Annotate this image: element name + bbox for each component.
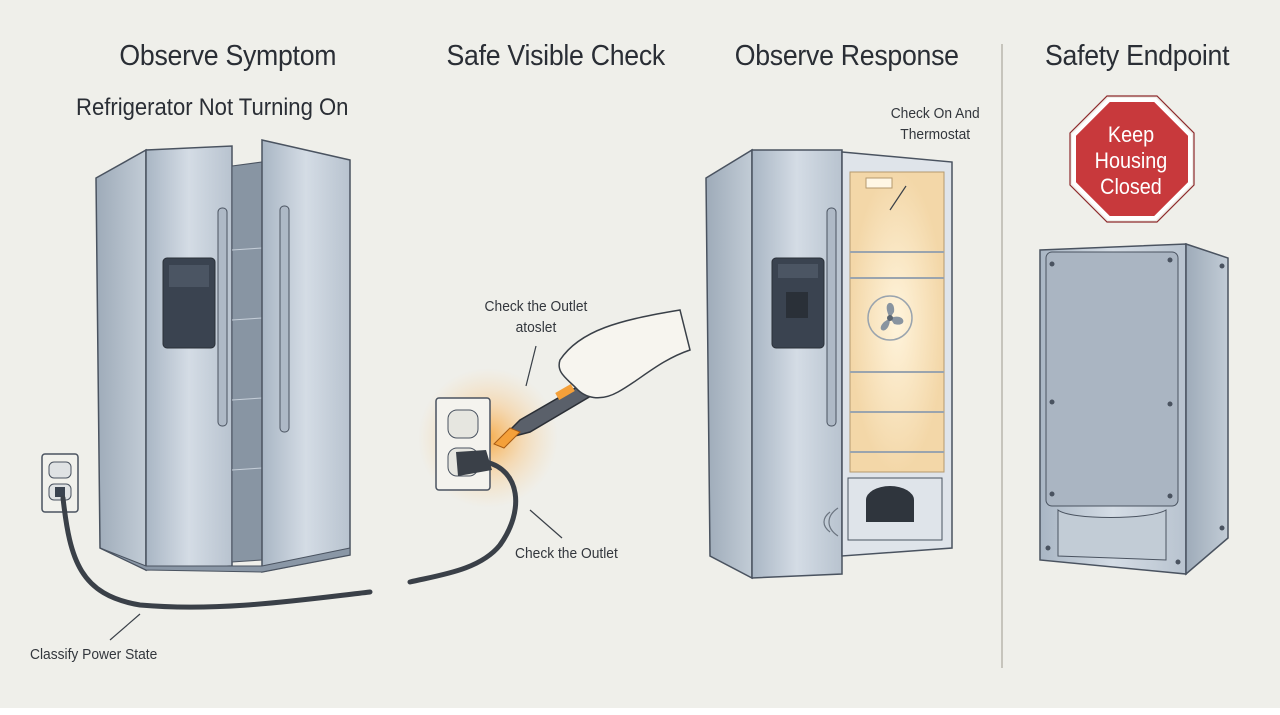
- stop-sign-text: Keep Housing Closed: [1078, 122, 1184, 200]
- stop-sign-icon: [1072, 98, 1192, 220]
- refrigerator-lit-interior-illustration: [705, 148, 953, 580]
- power-cord: [60, 495, 373, 610]
- wall-outlet-icon: [41, 453, 79, 513]
- callout-check-outlet-line2: atoslet: [515, 319, 557, 336]
- callout-check-outlet-top: Check the Outlet atoslet: [478, 296, 594, 338]
- bottom-edge: [0, 708, 1280, 715]
- callout-check-outlet-bottom: Check the Outlet: [515, 545, 618, 562]
- callout-thermostat-line2: Thermostat: [900, 126, 971, 143]
- symptom-subtitle: Refrigerator Not Turning On: [76, 94, 349, 121]
- callout-check-outlet-line1: Check the Outlet: [484, 298, 588, 315]
- callout-line-outlet-top: [525, 345, 537, 387]
- panel-title-observe-response: Observe Response: [734, 40, 959, 72]
- callout-thermostat-line1: Check On And: [890, 105, 980, 122]
- stop-sign-line3: Closed: [1100, 174, 1162, 199]
- compressor-icon: [823, 477, 943, 541]
- closed-housing-illustration: [1039, 242, 1229, 576]
- fan-icon: [867, 295, 913, 341]
- refrigerator-open-door-illustration: [95, 139, 351, 573]
- panel-title-safe-visible-check: Safe Visible Check: [446, 40, 665, 72]
- callout-line-outlet-bottom: [529, 509, 563, 539]
- callout-line-classify: [109, 613, 141, 641]
- stop-sign-line2: Housing: [1094, 148, 1168, 173]
- callout-line-thermostat: [889, 185, 907, 211]
- callout-check-thermostat: Check On And Thermostat: [880, 103, 990, 145]
- panel-title-observe-symptom: Observe Symptom: [119, 40, 337, 72]
- outlet-tester-illustration: [407, 309, 691, 585]
- panel-title-safety-endpoint: Safety Endpoint: [1045, 40, 1230, 72]
- stop-sign-line1: Keep: [1107, 122, 1155, 147]
- panel-divider: [1001, 44, 1003, 668]
- callout-classify-power-state: Classify Power State: [30, 646, 158, 663]
